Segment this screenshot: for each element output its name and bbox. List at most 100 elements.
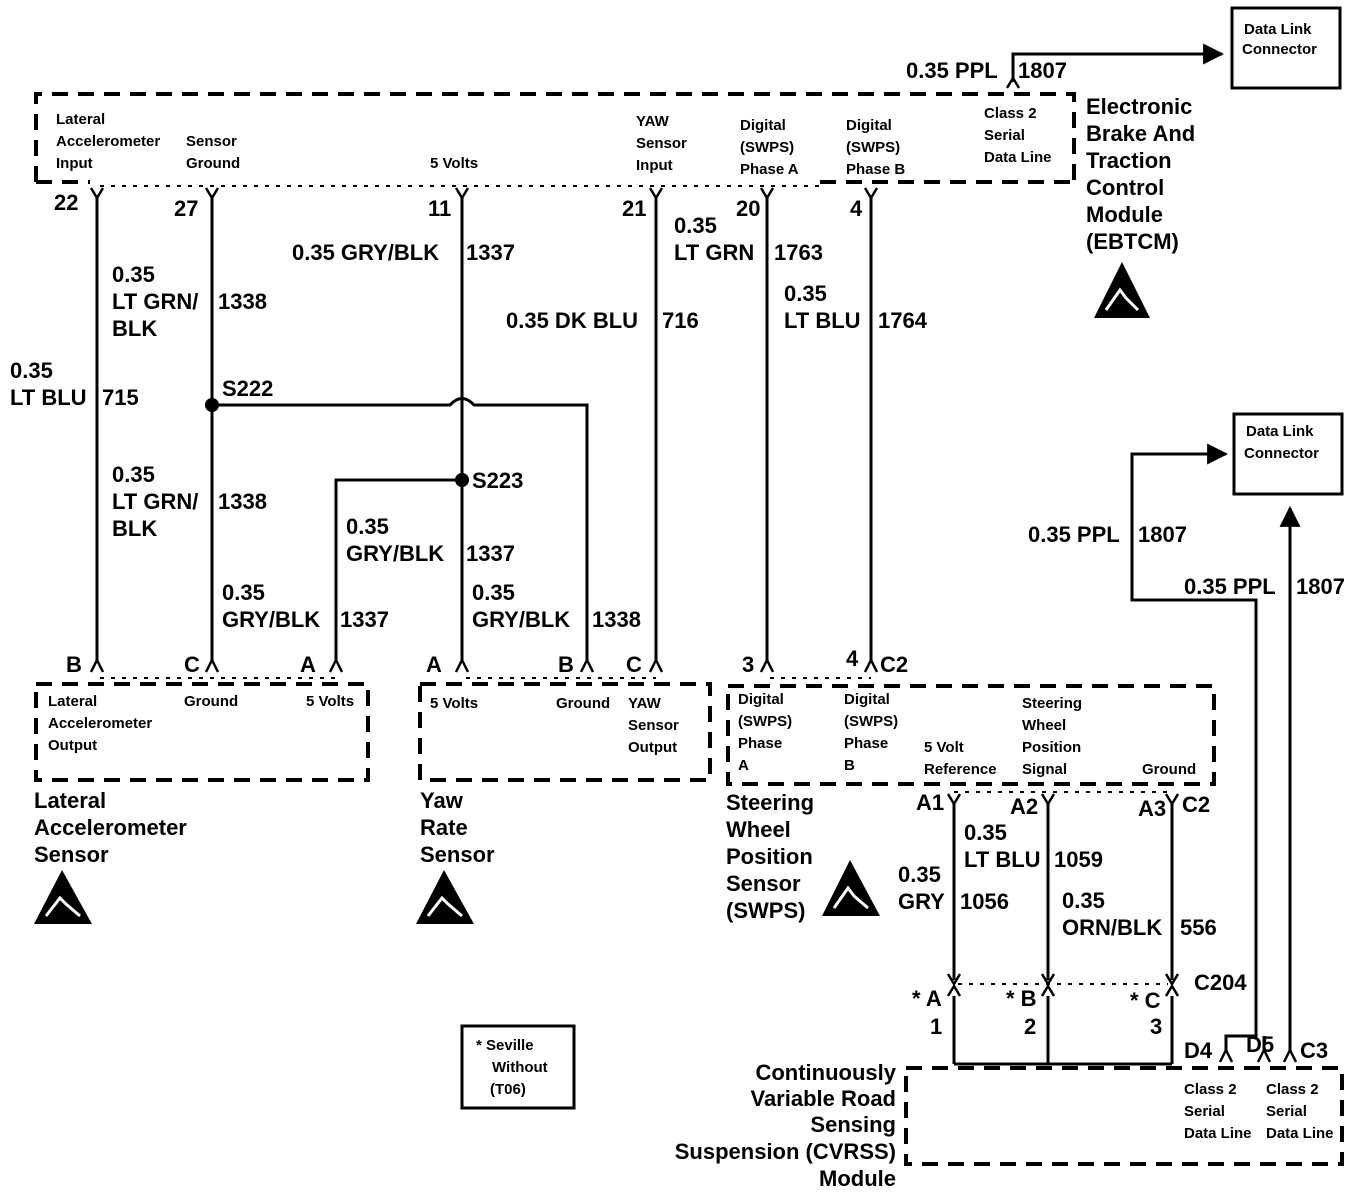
yaw-pin-c: C	[626, 652, 642, 677]
splice-s222-label: S222	[222, 376, 273, 401]
ebtcm-class2-1: Class 2	[984, 105, 1037, 122]
lat-pin-c: C	[184, 652, 200, 677]
lat-sensor-terminals	[89, 657, 344, 673]
ebtcm-lat-input-3: Input	[56, 155, 93, 172]
swps-name-1: Steering	[726, 790, 814, 815]
swps-phase-b-1: Digital	[844, 691, 890, 708]
w715-num: 715	[102, 385, 139, 410]
ebtcm-five-volts: 5 Volts	[430, 155, 478, 172]
swps-pin-a3: A3	[1138, 796, 1166, 821]
c204-pin-a: * A	[912, 986, 942, 1011]
w1338-low-num: 1338	[592, 607, 641, 632]
yaw-sensor-terminals	[454, 657, 664, 673]
ebtcm-sensor-ground-2: Ground	[186, 155, 240, 172]
w1059-2: LT BLU	[964, 847, 1041, 872]
dlc-top-label-2: Connector	[1242, 41, 1317, 58]
w1763-2: LT GRN	[674, 240, 754, 265]
c204-connector	[946, 973, 1180, 997]
w556-1: 0.35	[1062, 888, 1105, 913]
w1807-mid-gauge: 0.35 PPL	[1028, 522, 1120, 547]
data-link-connector-right: Data Link Connector	[1232, 412, 1344, 496]
c204-num-1: 1	[930, 1014, 942, 1039]
swps-name-3: Position	[726, 844, 813, 869]
w1764-num: 1764	[878, 308, 928, 333]
ebtcm-box	[34, 92, 1076, 182]
note-line-3: (T06)	[490, 1081, 526, 1098]
ebtcm-class2-3: Data Line	[984, 149, 1052, 166]
cvrss-name-3: Sensing	[810, 1112, 896, 1137]
swps-signal-4: Signal	[1022, 761, 1067, 778]
ebtcm-name-1: Electronic	[1086, 94, 1192, 119]
swps-phase-b-3: Phase	[844, 735, 888, 752]
cvrss-box	[904, 1066, 1344, 1166]
swps-phase-a-3: Phase	[738, 735, 782, 752]
lat-name-1: Lateral	[34, 788, 106, 813]
lat-ground: Ground	[184, 693, 238, 710]
w1056-2: GRY	[898, 889, 945, 914]
swps-ref-2: Reference	[924, 761, 997, 778]
cvrss-pin-d5: D5	[1246, 1032, 1274, 1057]
ebtcm-name-5: Module	[1086, 202, 1163, 227]
swps-phase-b-4: B	[844, 757, 855, 774]
cvrss-d4-label-3: Data Line	[1184, 1125, 1252, 1142]
yaw-five-volts: 5 Volts	[430, 695, 478, 712]
swps-phase-a-1: Digital	[738, 691, 784, 708]
w1764-1: 0.35	[784, 281, 827, 306]
cvrss-name: Continuously Variable Road Sensing Suspe…	[675, 1060, 897, 1191]
ebtcm-name: Electronic Brake And Traction Control Mo…	[1086, 94, 1195, 254]
w716-gauge: 0.35 DK BLU	[506, 308, 638, 333]
cvrss-name-5: Module	[819, 1166, 896, 1191]
dlc-top-label-1: Data Link	[1244, 21, 1312, 38]
w1338-top-3: BLK	[112, 316, 157, 341]
w1337-mid-2: GRY/BLK	[346, 541, 444, 566]
dlc-right-label-1: Data Link	[1246, 423, 1314, 440]
w1338-low-2: GRY/BLK	[472, 607, 570, 632]
w1059-1: 0.35	[964, 820, 1007, 845]
w1338-top-1: 0.35	[112, 262, 155, 287]
yaw-name-1: Yaw	[420, 788, 464, 813]
swps-ref-1: 5 Volt	[924, 739, 964, 756]
ebtcm-pin-4: 4	[850, 196, 863, 221]
w1764-2: LT BLU	[784, 308, 861, 333]
swps-name-4: Sensor	[726, 871, 801, 896]
w1763-num: 1763	[774, 240, 823, 265]
ebtcm-name-6: (EBTCM)	[1086, 229, 1179, 254]
swps-pin-a2: A2	[1010, 794, 1038, 819]
esd-icon	[822, 860, 880, 916]
lat-output-2: Accelerometer	[48, 715, 152, 732]
ebtcm-class2-2: Serial	[984, 127, 1025, 144]
ebtcm-pin-11: 11	[428, 196, 451, 221]
esd-icon	[416, 870, 474, 924]
ebtcm-phase-b-2: (SWPS)	[846, 139, 900, 156]
yaw-name-3: Sensor	[420, 842, 495, 867]
yaw-pin-b: B	[558, 652, 574, 677]
connector-class2-ebtcm	[1005, 75, 1021, 89]
cvrss-c3-label-2: Serial	[1266, 1103, 1307, 1120]
ebtcm-pin-27: 27	[174, 196, 198, 221]
swps-pin-4: 4	[846, 646, 859, 671]
swps-pin-a1: A1	[916, 790, 944, 815]
lat-sensor-box	[34, 682, 370, 782]
swps-phase-a-2: (SWPS)	[738, 713, 792, 730]
lat-name-3: Sensor	[34, 842, 109, 867]
ebtcm-phase-a-1: Digital	[740, 117, 786, 134]
swps-box	[726, 684, 1216, 786]
lat-five-volts: 5 Volts	[306, 693, 354, 710]
ebtcm-lat-input-2: Accelerometer	[56, 133, 160, 150]
swps-signal-3: Position	[1022, 739, 1081, 756]
c204-num-2: 2	[1024, 1014, 1036, 1039]
ebtcm-pin-labels: Lateral Accelerometer Input Sensor Groun…	[56, 105, 1052, 178]
w1338-mid-num: 1338	[218, 489, 267, 514]
w1338-low-1: 0.35	[472, 580, 515, 605]
dlc-right-label-2: Connector	[1244, 445, 1319, 462]
swps-conn-c2-top: C2	[880, 652, 908, 677]
ebtcm-phase-b-1: Digital	[846, 117, 892, 134]
footnote-box: * Seville Without (T06)	[460, 1024, 576, 1110]
ebtcm-name-3: Traction	[1086, 148, 1172, 173]
lat-pin-b: B	[66, 652, 82, 677]
w1338-mid-2: LT GRN/	[112, 489, 198, 514]
ebtcm-yaw-input-1: YAW	[636, 113, 670, 130]
w1056-num: 1056	[960, 889, 1009, 914]
w716-num: 716	[662, 308, 699, 333]
